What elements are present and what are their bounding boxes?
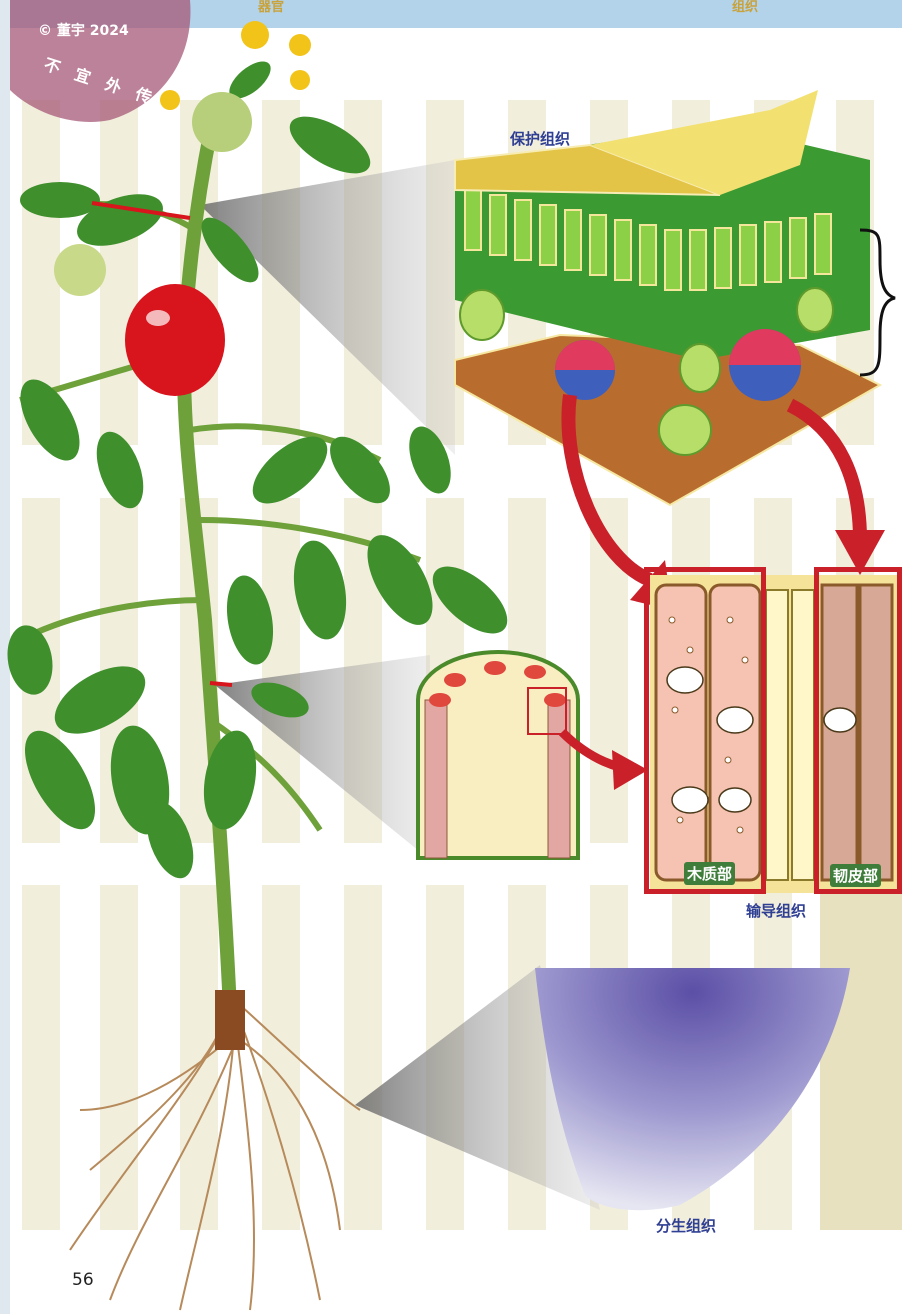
label-meristem: 分生组织 bbox=[656, 1215, 716, 1236]
label-conducting-tissue: 输导组织 bbox=[746, 900, 806, 921]
page-number: 56 bbox=[72, 1270, 94, 1290]
label-xylem: 木质部 bbox=[684, 862, 735, 885]
label-phloem: 韧皮部 bbox=[830, 864, 881, 887]
label-protective-tissue: 保护组织 bbox=[510, 128, 570, 149]
watermark-copyright: © 董宇 2024 bbox=[38, 20, 129, 40]
